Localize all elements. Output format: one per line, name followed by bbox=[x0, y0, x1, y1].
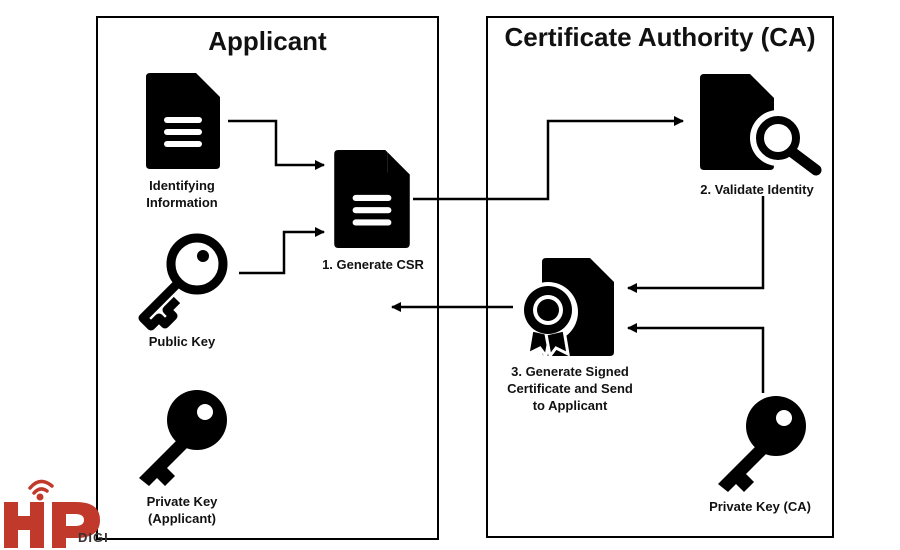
validate-identity-label: 2. Validate Identity bbox=[700, 182, 814, 197]
certificate-icon bbox=[518, 258, 614, 360]
private-key-ca-label: Private Key (CA) bbox=[709, 499, 811, 514]
key-icon bbox=[718, 396, 806, 492]
identifying-info-label: Identifying Information bbox=[146, 178, 218, 210]
hp-digi-logo bbox=[4, 479, 100, 548]
applicant-title: Applicant bbox=[208, 26, 327, 56]
arrow-publickey-to-csr bbox=[239, 227, 325, 275]
document-icon bbox=[146, 73, 220, 169]
generate-csr-label: 1. Generate CSR bbox=[322, 257, 424, 272]
key-icon bbox=[139, 390, 227, 486]
document-icon bbox=[334, 150, 410, 248]
arrow-cakey-to-cert bbox=[627, 323, 765, 393]
arrow-csr-to-validate bbox=[413, 116, 684, 201]
private-key-applicant-label: Private Key (Applicant) bbox=[146, 494, 218, 526]
ca-title: Certificate Authority (CA) bbox=[504, 22, 816, 52]
signed-certificate-label: 3. Generate Signed Certificate and Send … bbox=[507, 364, 633, 413]
logo-subtext: DIGI bbox=[78, 530, 109, 545]
arrow-identifying-to-csr bbox=[228, 119, 325, 170]
arrow-validate-to-cert bbox=[627, 196, 765, 293]
key-outline-icon bbox=[138, 233, 228, 331]
public-key-label: Public Key bbox=[148, 334, 216, 349]
document-search-icon bbox=[700, 74, 822, 176]
